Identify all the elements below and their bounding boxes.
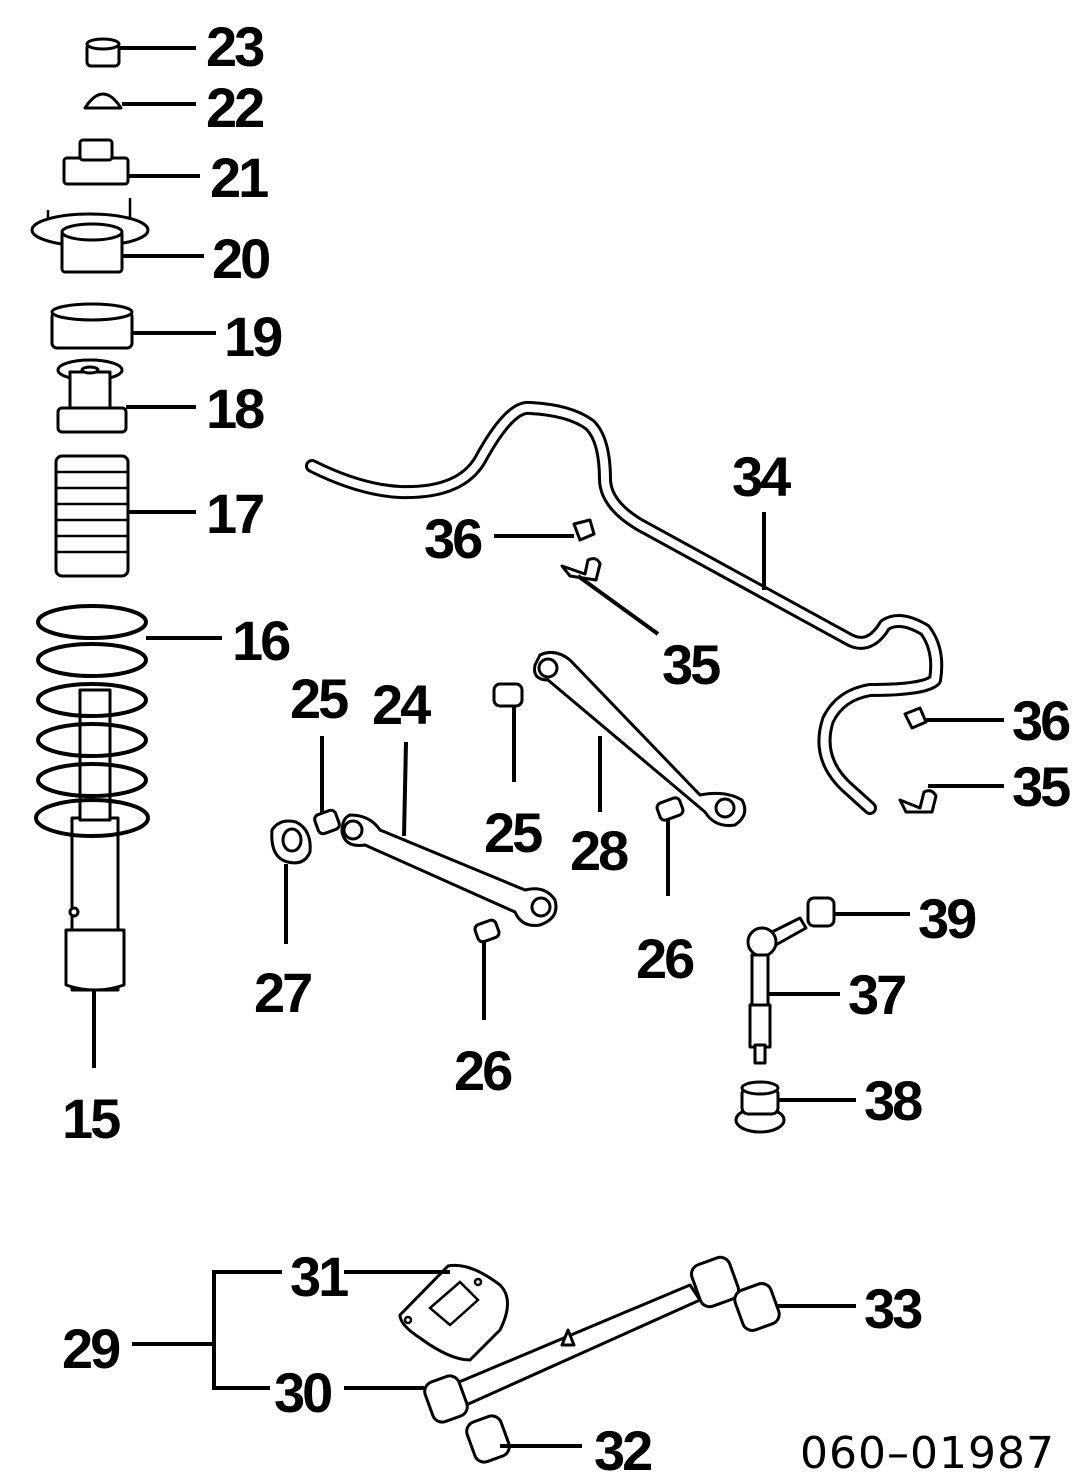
label-16: 16	[232, 609, 290, 672]
part-39-bushing	[806, 896, 836, 928]
part-27-washer	[270, 819, 312, 865]
part-20-strut-mount	[30, 198, 150, 274]
label-20: 20	[212, 227, 269, 290]
part-35-bracket-lower	[898, 789, 938, 814]
part-23-cap	[85, 37, 121, 68]
label-36-lower: 36	[1012, 689, 1070, 752]
label-25-mid: 25	[484, 801, 542, 864]
diagram-code: 060–01987	[800, 1428, 1055, 1477]
part-26-bushing-right	[655, 796, 685, 822]
label-35-lower: 35	[1012, 755, 1070, 818]
label-27: 27	[254, 961, 311, 1024]
part-25-bushing-left	[313, 808, 341, 836]
label-21: 21	[210, 146, 268, 209]
part-36-bushing-upper	[572, 518, 596, 542]
part-32-bushing	[465, 1414, 511, 1464]
part-19-insulator	[50, 302, 134, 350]
part-16-coil-spring	[34, 604, 150, 838]
part-22-washer	[83, 92, 123, 110]
label-38: 38	[864, 1069, 922, 1132]
part-21-mount	[62, 138, 130, 186]
part-35-bracket-upper	[560, 557, 602, 582]
label-15: 15	[62, 1087, 120, 1150]
label-26-left: 26	[454, 1039, 512, 1102]
part-28-control-arm	[533, 650, 747, 827]
label-17: 17	[206, 482, 263, 545]
label-25-left: 25	[290, 667, 348, 730]
part-38-link-bushing	[734, 1080, 786, 1134]
label-31: 31	[290, 1245, 348, 1308]
part-15-strut	[64, 688, 126, 992]
label-24: 24	[372, 673, 431, 736]
part-26-bushing-left	[473, 918, 501, 944]
label-26-right: 26	[636, 927, 694, 990]
part-31-bracket	[398, 1263, 509, 1362]
part-36-bushing-lower	[903, 706, 928, 730]
label-39: 39	[918, 887, 976, 950]
part-17-dust-boot	[54, 454, 130, 578]
part-25-bushing-mid	[492, 682, 524, 708]
part-34-stabilizer-bar	[305, 400, 944, 815]
label-37: 37	[848, 963, 905, 1026]
label-36-upper: 36	[424, 507, 482, 570]
label-22: 22	[206, 76, 263, 139]
leader-lines	[92, 46, 1004, 1448]
label-28: 28	[570, 819, 628, 882]
label-23: 23	[206, 15, 264, 78]
part-37-stabilizer-link	[746, 916, 808, 1065]
label-32: 32	[594, 1419, 651, 1477]
label-18: 18	[206, 377, 264, 440]
part-30-trailing-arm	[423, 1255, 741, 1424]
part-18-bumper	[56, 358, 128, 434]
label-34: 34	[732, 445, 791, 508]
label-30: 30	[274, 1361, 331, 1424]
part-24-control-arm	[340, 813, 558, 927]
label-35-upper: 35	[662, 633, 720, 696]
label-19: 19	[224, 305, 282, 368]
label-33: 33	[864, 1277, 922, 1340]
label-29: 29	[62, 1317, 120, 1380]
part-33-bushing	[733, 1282, 781, 1332]
